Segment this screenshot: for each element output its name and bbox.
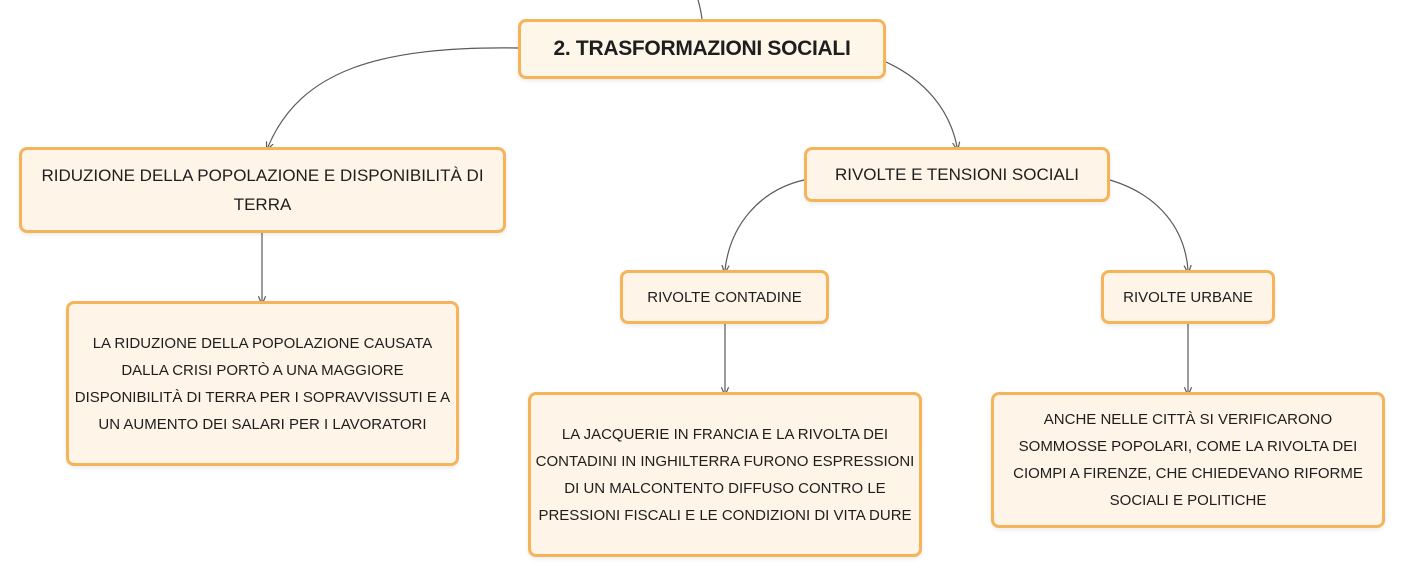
root-node[interactable]: 2. TRASFORMAZIONI SOCIALI xyxy=(518,19,886,79)
node-riduzione-detail[interactable]: LA RIDUZIONE DELLA POPOLAZIONE CAUSATA D… xyxy=(66,301,459,466)
node-rivolte-tensioni-label: RIVOLTE E TENSIONI SOCIALI xyxy=(834,165,1080,184)
node-rivolte-contadine-label: RIVOLTE CONTADINE xyxy=(647,288,802,306)
node-rivolte-contadine[interactable]: RIVOLTE CONTADINE xyxy=(620,270,829,324)
node-riduzione-detail-text: LA RIDUZIONE DELLA POPOLAZIONE CAUSATA D… xyxy=(74,334,451,433)
node-urbane-detail[interactable]: ANCHE NELLE CITTÀ SI VERIFICARONO SOMMOS… xyxy=(991,392,1385,528)
node-contadine-detail[interactable]: LA JACQUERIE IN FRANCIA E LA RIVOLTA DEI… xyxy=(528,392,922,557)
node-rivolte-urbane[interactable]: RIVOLTE URBANE xyxy=(1101,270,1275,324)
connector-root-to-rivolte xyxy=(885,61,957,147)
connector-rivolte-to-contadine xyxy=(725,179,805,270)
root-node-label: 2. TRASFORMAZIONI SOCIALI xyxy=(553,37,851,60)
connector-rivolte-to-urbane xyxy=(1109,179,1188,270)
node-urbane-detail-text: ANCHE NELLE CITTÀ SI VERIFICARONO SOMMOS… xyxy=(1013,411,1363,509)
connector-root-to-riduzione xyxy=(268,47,519,147)
node-contadine-detail-text: LA JACQUERIE IN FRANCIA E LA RIVOLTA DEI… xyxy=(535,425,915,524)
node-rivolte-urbane-label: RIVOLTE URBANE xyxy=(1123,288,1253,306)
node-rivolte-tensioni[interactable]: RIVOLTE E TENSIONI SOCIALI xyxy=(804,147,1110,202)
node-riduzione-popolazione[interactable]: RIDUZIONE DELLA POPOLAZIONE E DISPONIBIL… xyxy=(19,147,506,233)
node-riduzione-popolazione-label: RIDUZIONE DELLA POPOLAZIONE E DISPONIBIL… xyxy=(41,166,484,214)
connector-incoming xyxy=(697,0,703,20)
